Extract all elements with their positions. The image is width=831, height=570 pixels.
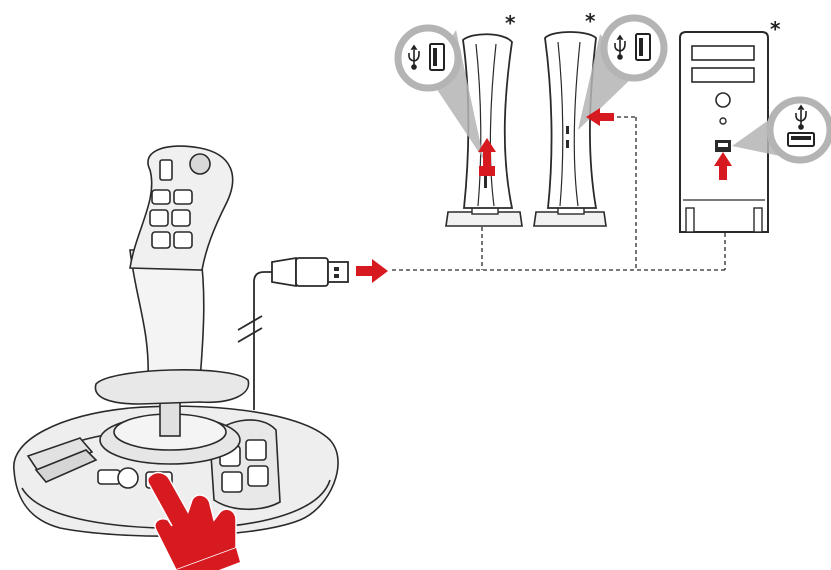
pc-tower: * [679, 17, 831, 233]
usb-plug-icon [271, 256, 349, 288]
arrow-left-icon [586, 108, 614, 126]
arrow-up-icon [714, 152, 732, 180]
asterisk-pc: * [770, 17, 781, 41]
joystick [13, 145, 339, 537]
arrow-right-icon [356, 259, 388, 283]
usb-cable [237, 271, 272, 410]
asterisk-console-a: * [505, 11, 516, 35]
asterisk-console-b: * [585, 9, 596, 33]
game-console-a: * [394, 11, 523, 227]
usb-icon [408, 44, 420, 70]
usb-icon [614, 34, 626, 60]
usb-icon [795, 104, 807, 130]
game-console-b: * [533, 9, 668, 227]
hand-pointer-icon [147, 471, 240, 570]
